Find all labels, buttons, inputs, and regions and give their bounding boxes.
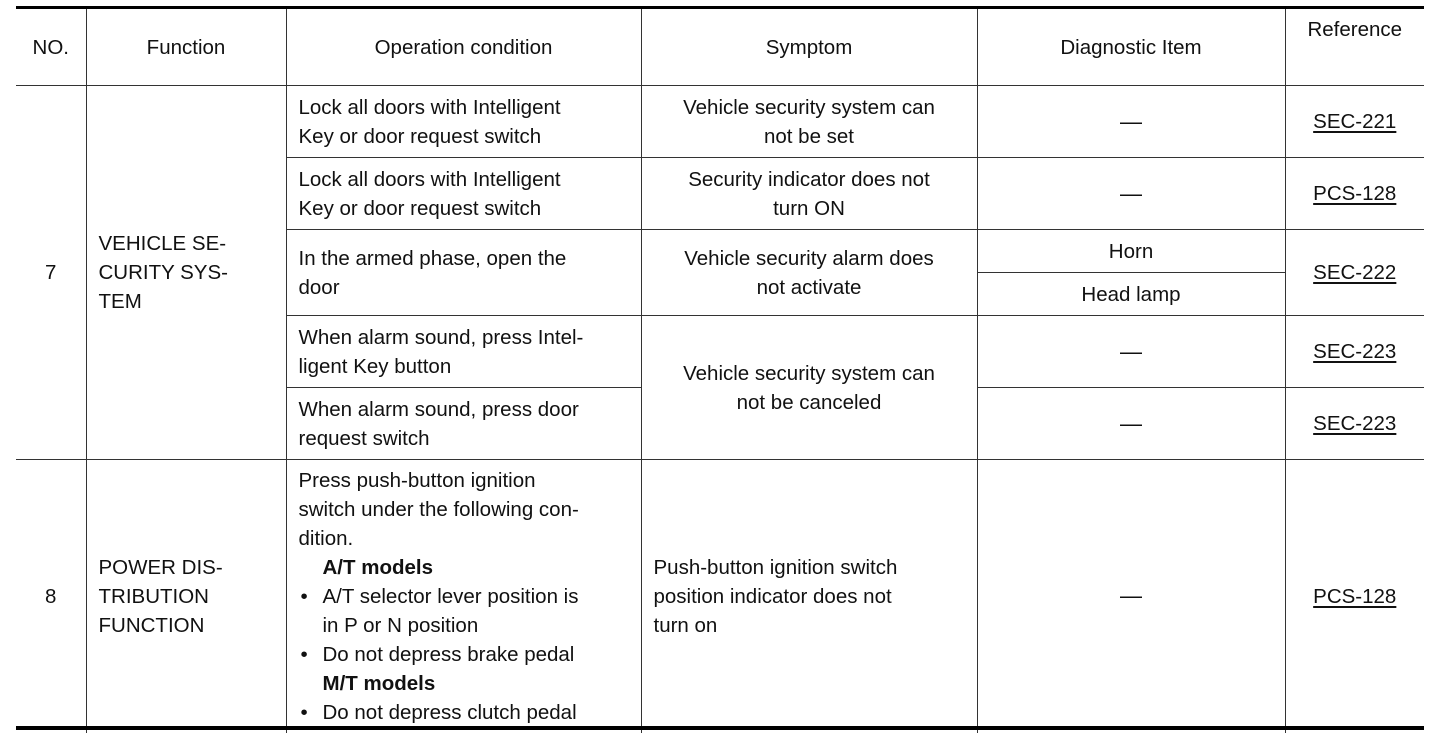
- condition-line: Key or door request switch: [298, 196, 542, 220]
- reference-link[interactable]: PCS-128: [1313, 584, 1397, 608]
- table-row: In the armed phase, open the door Vehicl…: [16, 229, 1424, 316]
- bullet-item: Do not depress brake pedal: [299, 640, 629, 669]
- bullet-line: in P or N position: [322, 613, 479, 637]
- table-row: 7 VEHICLE SE- CURITY SYS- TEM Lock all d…: [16, 85, 1424, 460]
- symptom-cell: Security indicator does not turn ON: [640, 157, 978, 230]
- diagnostic-item-horn: Horn: [976, 229, 1286, 273]
- function-line: FUNCTION: [98, 613, 205, 637]
- row-number-7: 7: [16, 85, 87, 460]
- function-line: TEM: [98, 290, 142, 313]
- condition-line: door: [298, 275, 340, 299]
- diagnostic-item-cell: —: [976, 315, 1286, 388]
- condition-line: switch under the following con-: [298, 497, 579, 521]
- reference-cell: SEC-221: [1284, 85, 1424, 158]
- bullet-line: A/T selector lever position is: [322, 584, 579, 608]
- condition-line: dition.: [298, 526, 354, 550]
- operation-condition-cell: Lock all doors with Intelligent Key or d…: [285, 85, 642, 158]
- reference-cell: SEC-223: [1284, 387, 1424, 460]
- condition-line: request switch: [298, 426, 430, 450]
- condition-line: Lock all doors with Intelligent: [298, 95, 561, 119]
- table-row: 8 POWER DIS- TRIBUTION FUNCTION Press pu…: [16, 459, 1424, 733]
- dash-mark: —: [1120, 410, 1142, 436]
- diagnostic-item-cell: —: [976, 157, 1286, 230]
- operation-condition-cell: When alarm sound, press Intel- ligent Ke…: [286, 315, 642, 388]
- condition-line: Key or door request switch: [298, 124, 542, 148]
- condition-line: Lock all doors with Intelligent: [298, 167, 561, 191]
- symptom-cell: Push-button ignition switch position ind…: [640, 459, 978, 733]
- table-row: Lock all doors with Intelligent Key or d…: [16, 157, 1424, 230]
- operation-condition-cell: Lock all doors with Intelligent Key or d…: [286, 157, 642, 230]
- header-row: NO. Function Operation condition Symptom…: [16, 9, 1424, 86]
- dash-mark: —: [1120, 583, 1142, 609]
- operation-condition-cell: When alarm sound, press door request swi…: [286, 387, 642, 460]
- dash-mark: —: [1120, 338, 1142, 364]
- table-row: When alarm sound, press door request swi…: [16, 387, 1424, 460]
- bottom-rule: [16, 726, 1424, 730]
- table-row: When alarm sound, press Intel- ligent Ke…: [16, 315, 1424, 460]
- diagnosis-table: NO. Function Operation condition Symptom…: [16, 9, 1424, 733]
- dash-mark: —: [1120, 180, 1142, 206]
- reference-link[interactable]: SEC-223: [1313, 412, 1397, 435]
- reference-cell: PCS-128: [1284, 459, 1424, 733]
- symptom-cell: Vehicle security system can not be cance…: [640, 315, 978, 460]
- header-function: Function: [85, 9, 287, 86]
- header-operation-condition: Operation condition: [285, 9, 642, 86]
- bullet-item: Do not depress clutch pedal: [299, 698, 629, 727]
- symptom-line: Vehicle security alarm does: [684, 246, 934, 270]
- row-number-8: 8: [16, 459, 87, 733]
- reference-link[interactable]: SEC-222: [1313, 261, 1397, 284]
- top-rule: [16, 6, 1424, 9]
- diagnostic-item-cell: —: [976, 85, 1286, 158]
- header-no: NO.: [16, 9, 87, 86]
- symptom-cell: Vehicle security alarm does not activate: [640, 229, 978, 316]
- function-line: TRIBUTION: [98, 584, 209, 608]
- symptom-line: turn on: [653, 613, 718, 637]
- function-vehicle-security: VEHICLE SE- CURITY SYS- TEM: [85, 85, 287, 460]
- condition-line: In the armed phase, open the: [298, 246, 567, 270]
- reference-cell: SEC-223: [1284, 315, 1424, 388]
- condition-line: When alarm sound, press door: [298, 397, 579, 421]
- reference-link[interactable]: SEC-221: [1313, 110, 1397, 133]
- reference-cell: PCS-128: [1284, 157, 1424, 230]
- symptom-line: position indicator does not: [653, 584, 892, 608]
- bullet-item: A/T selector lever position is in P or N…: [299, 582, 629, 640]
- operation-condition-cell: Press push-button ignition switch under …: [285, 459, 642, 733]
- condition-line: When alarm sound, press Intel-: [298, 325, 584, 349]
- symptom-line: Vehicle security system can: [683, 361, 935, 385]
- header-symptom: Symptom: [640, 9, 978, 86]
- at-models-heading: A/T models: [322, 555, 434, 579]
- symptom-cell: Vehicle security system can not be set: [640, 85, 978, 158]
- table-row: Head lamp: [16, 272, 1424, 316]
- dash-mark: —: [1120, 108, 1142, 134]
- reference-link[interactable]: SEC-223: [1313, 340, 1397, 363]
- header-diagnostic-item: Diagnostic Item: [976, 9, 1286, 86]
- condition-line: Press push-button ignition: [298, 468, 536, 492]
- symptom-line: not be set: [763, 124, 855, 148]
- function-line: CURITY SYS-: [98, 261, 228, 284]
- mt-models-heading: M/T models: [322, 671, 436, 695]
- diagnostic-item-head-lamp: Head lamp: [977, 272, 1285, 316]
- symptom-line: Vehicle security system can: [683, 95, 935, 119]
- symptom-line: Push-button ignition switch: [653, 555, 898, 579]
- function-line: VEHICLE SE-: [98, 232, 227, 255]
- function-line: POWER DIS-: [98, 555, 223, 579]
- diagnostic-item-cell: —: [976, 387, 1286, 460]
- header-reference: Reference: [1284, 9, 1424, 86]
- function-power-distribution: POWER DIS- TRIBUTION FUNCTION: [85, 459, 287, 733]
- symptom-line: not activate: [756, 275, 862, 299]
- condition-line: ligent Key button: [298, 354, 452, 378]
- symptom-line: Security indicator does not: [688, 167, 930, 191]
- reference-link[interactable]: PCS-128: [1313, 182, 1397, 205]
- diagnostic-item-cell: —: [976, 459, 1286, 733]
- operation-condition-cell: In the armed phase, open the door: [286, 229, 642, 316]
- symptom-line: turn ON: [773, 196, 845, 220]
- reference-cell: SEC-222: [1284, 229, 1424, 316]
- symptom-line: not be canceled: [736, 390, 882, 414]
